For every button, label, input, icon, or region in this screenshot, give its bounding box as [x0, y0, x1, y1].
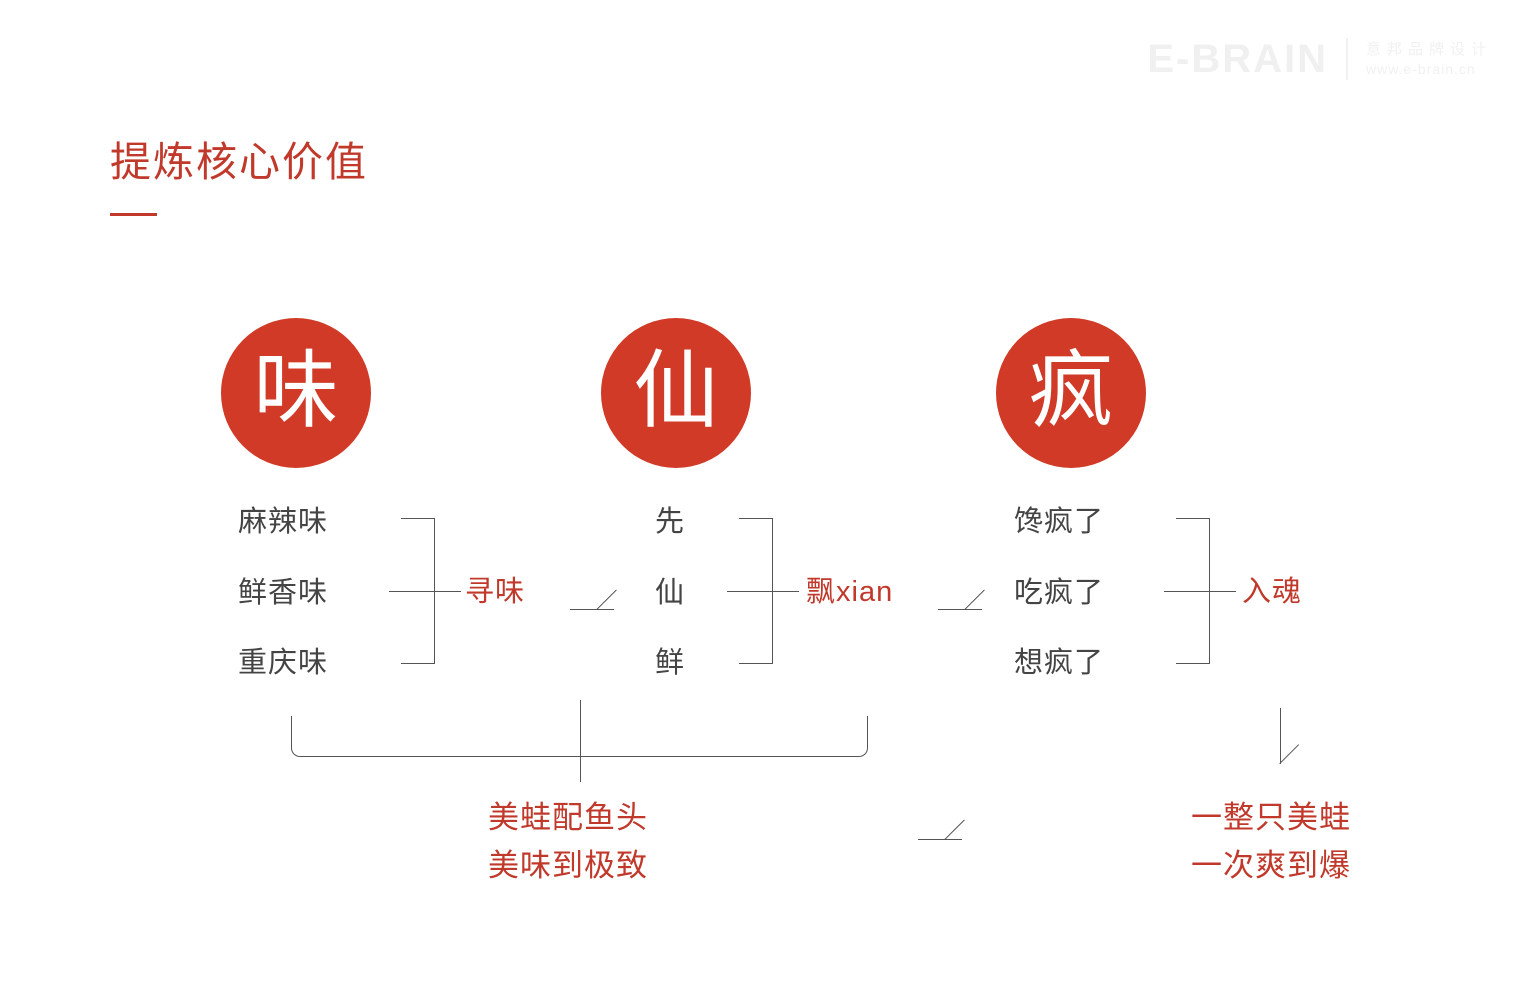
- title-underline-rule: [110, 213, 157, 217]
- brand-wordmark: E-BRAIN: [1147, 37, 1328, 81]
- brace-cap-bottom: [1176, 663, 1210, 664]
- word-item: 想疯了: [1014, 647, 1105, 679]
- brand-text-group: 意邦品牌设计 www.e-brain.cn: [1366, 42, 1492, 76]
- summary-u-bracket: [291, 700, 868, 782]
- brace-bracket-2: [727, 518, 799, 664]
- concept-circle-2-char: 仙: [633, 343, 719, 439]
- arrow-head: [944, 819, 965, 840]
- concept-circle-3: 疯: [996, 318, 1146, 468]
- arrow-down-icon: [1279, 708, 1314, 764]
- slogan-left-line-1: 美蛙配鱼头: [488, 800, 648, 835]
- arrow-right-icon-3: [918, 808, 974, 840]
- arrow-shaft: [918, 839, 962, 840]
- word-item: 鲜香味: [238, 576, 329, 609]
- brace-stem: [727, 591, 799, 592]
- arrow-shaft: [938, 609, 982, 610]
- brace-stem: [1164, 591, 1236, 592]
- brace-cap-bottom: [401, 663, 435, 664]
- brand-divider: [1345, 38, 1348, 80]
- brace-cap-top: [1176, 518, 1210, 519]
- brace-stem: [389, 591, 461, 592]
- brace-bracket-3: [1164, 518, 1236, 664]
- brand-chinese-name: 意邦品牌设计: [1365, 41, 1492, 58]
- summary-label-1: 寻味: [465, 576, 526, 608]
- brace-bracket-1: [389, 518, 461, 664]
- brace-cap-top: [401, 518, 435, 519]
- u-bracket-center-tick: [579, 700, 581, 782]
- arrow-right-icon-1: [570, 578, 626, 610]
- brace-cap-top: [739, 518, 773, 519]
- word-item: 麻辣味: [238, 506, 329, 538]
- slogan-right-line-2: 一次爽到爆: [1191, 848, 1351, 883]
- arrow-head: [964, 589, 985, 610]
- concept-circle-1-char: 味: [253, 343, 339, 439]
- arrow-head: [596, 589, 617, 610]
- brace-cap-bottom: [739, 663, 773, 664]
- word-list-2: 先 仙 鲜: [655, 508, 685, 678]
- slogan-right: 一整只美蛙 一次爽到爆: [1191, 794, 1351, 890]
- brand-watermark: E-BRAIN 意邦品牌设计 www.e-brain.cn: [1147, 38, 1492, 80]
- concept-circle-3-char: 疯: [1028, 343, 1114, 439]
- word-item: 吃疯了: [1014, 576, 1105, 609]
- concept-circle-1: 味: [221, 318, 371, 468]
- slogan-left-line-2: 美味到极致: [488, 848, 648, 883]
- slogan-left: 美蛙配鱼头 美味到极致: [488, 794, 648, 890]
- arrow-head: [1279, 744, 1300, 764]
- brand-website-url: www.e-brain.cn: [1365, 61, 1476, 77]
- slogan-right-line-1: 一整只美蛙: [1191, 800, 1351, 835]
- summary-label-3: 入魂: [1242, 576, 1303, 608]
- word-item: 鲜: [655, 647, 686, 679]
- word-item: 馋疯了: [1014, 506, 1105, 538]
- summary-label-2: 飘xian: [806, 576, 894, 608]
- arrow-shaft: [1280, 708, 1281, 764]
- arrow-right-icon-2: [938, 578, 994, 610]
- title-block: 提炼核心价值: [110, 138, 368, 217]
- arrow-shaft: [570, 609, 614, 610]
- word-item: 仙: [655, 576, 686, 609]
- concept-circle-2: 仙: [601, 318, 751, 468]
- word-item: 先: [655, 506, 686, 538]
- page-title: 提炼核心价值: [110, 139, 368, 185]
- word-item: 重庆味: [238, 647, 329, 679]
- word-list-3: 馋疯了 吃疯了 想疯了: [1014, 508, 1104, 678]
- word-list-1: 麻辣味 鲜香味 重庆味: [238, 508, 328, 678]
